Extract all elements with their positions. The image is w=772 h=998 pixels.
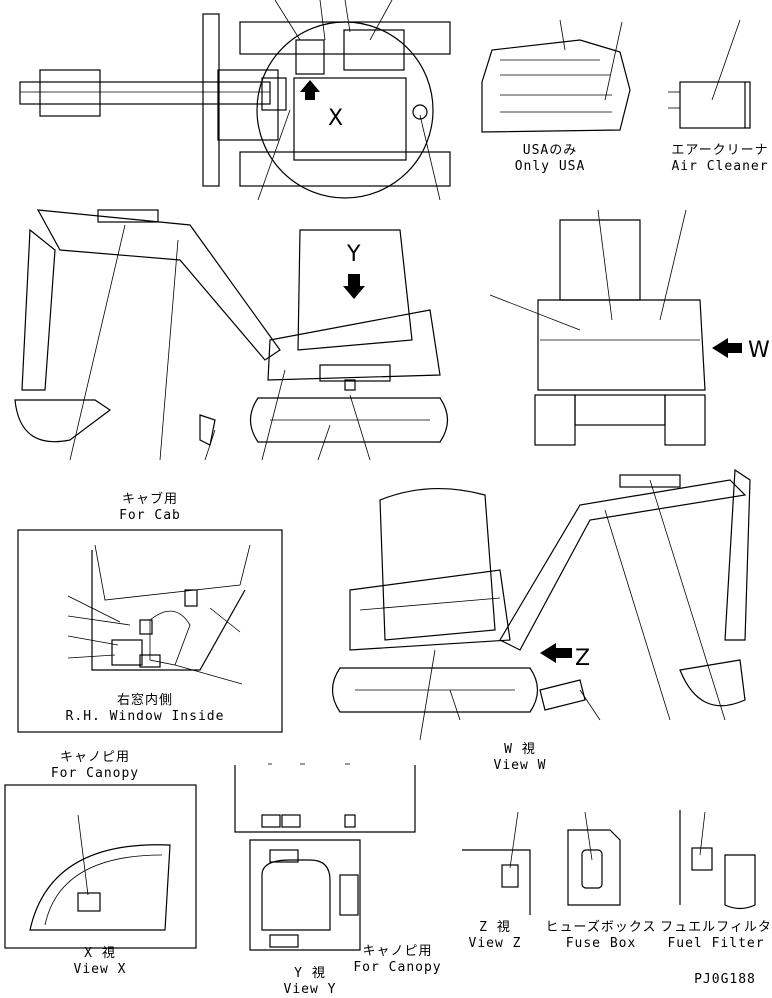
usa-only-en: Only USA <box>514 159 586 174</box>
view-z-en: View Z <box>468 936 522 951</box>
view-z-label: Z 視 View Z <box>455 920 535 952</box>
air-cleaner-jp: エアークリーナ <box>671 143 769 158</box>
air-cleaner-en: Air Cleaner <box>671 159 769 174</box>
fuel-filter-jp: フュエルフィルタ <box>660 920 772 935</box>
fuel-filter-drawing <box>679 810 756 910</box>
view-x-inset <box>4 784 197 949</box>
side-view-canopy-machine <box>331 468 751 741</box>
for-canopy-right-jp: キャノピ用 <box>362 944 433 959</box>
fuel-filter-en: Fuel Filter <box>667 936 765 951</box>
usa-only-jp: USAのみ <box>522 143 578 158</box>
marker-z: Z <box>575 646 591 671</box>
usa-only-machine <box>481 19 631 133</box>
view-z-jp: Z 視 <box>479 920 511 935</box>
rh-window-label: 右窓内側 R.H. Window Inside <box>55 693 235 725</box>
view-y-drawing <box>234 763 416 951</box>
for-canopy-left-label: キャノピ用 For Canopy <box>40 750 150 782</box>
marker-w: W <box>748 338 770 363</box>
view-w-jp: W 視 <box>504 742 536 757</box>
fuse-box-en: Fuse Box <box>565 936 637 951</box>
rh-window-jp: 右窓内側 <box>116 693 173 708</box>
for-cab-jp: キャブ用 <box>121 492 178 507</box>
fuse-box-drawing <box>567 811 621 906</box>
rh-window-en: R.H. Window Inside <box>65 709 225 724</box>
fuse-box-label: ヒューズボックス Fuse Box <box>542 920 660 952</box>
air-cleaner-part <box>668 19 751 129</box>
view-x-en: View X <box>73 962 127 977</box>
for-canopy-right-label: キャノピ用 For Canopy <box>350 944 445 976</box>
air-cleaner-label: エアークリーナ Air Cleaner <box>665 143 772 175</box>
marker-y: Y <box>347 242 361 267</box>
view-x-jp: X 視 <box>84 946 116 961</box>
for-cab-label: キャブ用 For Cab <box>110 492 190 524</box>
drawing-number: PJ0G188 <box>694 972 756 987</box>
top-plan-view <box>19 0 451 201</box>
view-w-label: W 視 View W <box>480 742 560 774</box>
view-x-label: X 視 View X <box>60 946 140 978</box>
usa-only-label: USAのみ Only USA <box>505 143 595 175</box>
fuel-filter-label: フュエルフィルタ Fuel Filter <box>660 920 772 952</box>
marker-x: X <box>328 106 344 131</box>
for-canopy-left-en: For Canopy <box>50 766 140 781</box>
fuse-box-jp: ヒューズボックス <box>545 920 657 935</box>
view-z-drawing <box>462 811 531 915</box>
view-y-jp: Y 視 <box>294 966 326 981</box>
view-y-en: View Y <box>283 982 337 997</box>
for-canopy-left-jp: キャノピ用 <box>59 750 130 765</box>
rear-view-machine <box>489 209 742 446</box>
view-y-label: Y 視 View Y <box>270 966 350 998</box>
side-view-cab-machine <box>14 209 449 461</box>
view-w-en: View W <box>493 758 547 773</box>
for-cab-inset <box>17 529 283 733</box>
for-cab-en: For Cab <box>119 508 181 523</box>
for-canopy-right-en: For Canopy <box>353 960 442 975</box>
